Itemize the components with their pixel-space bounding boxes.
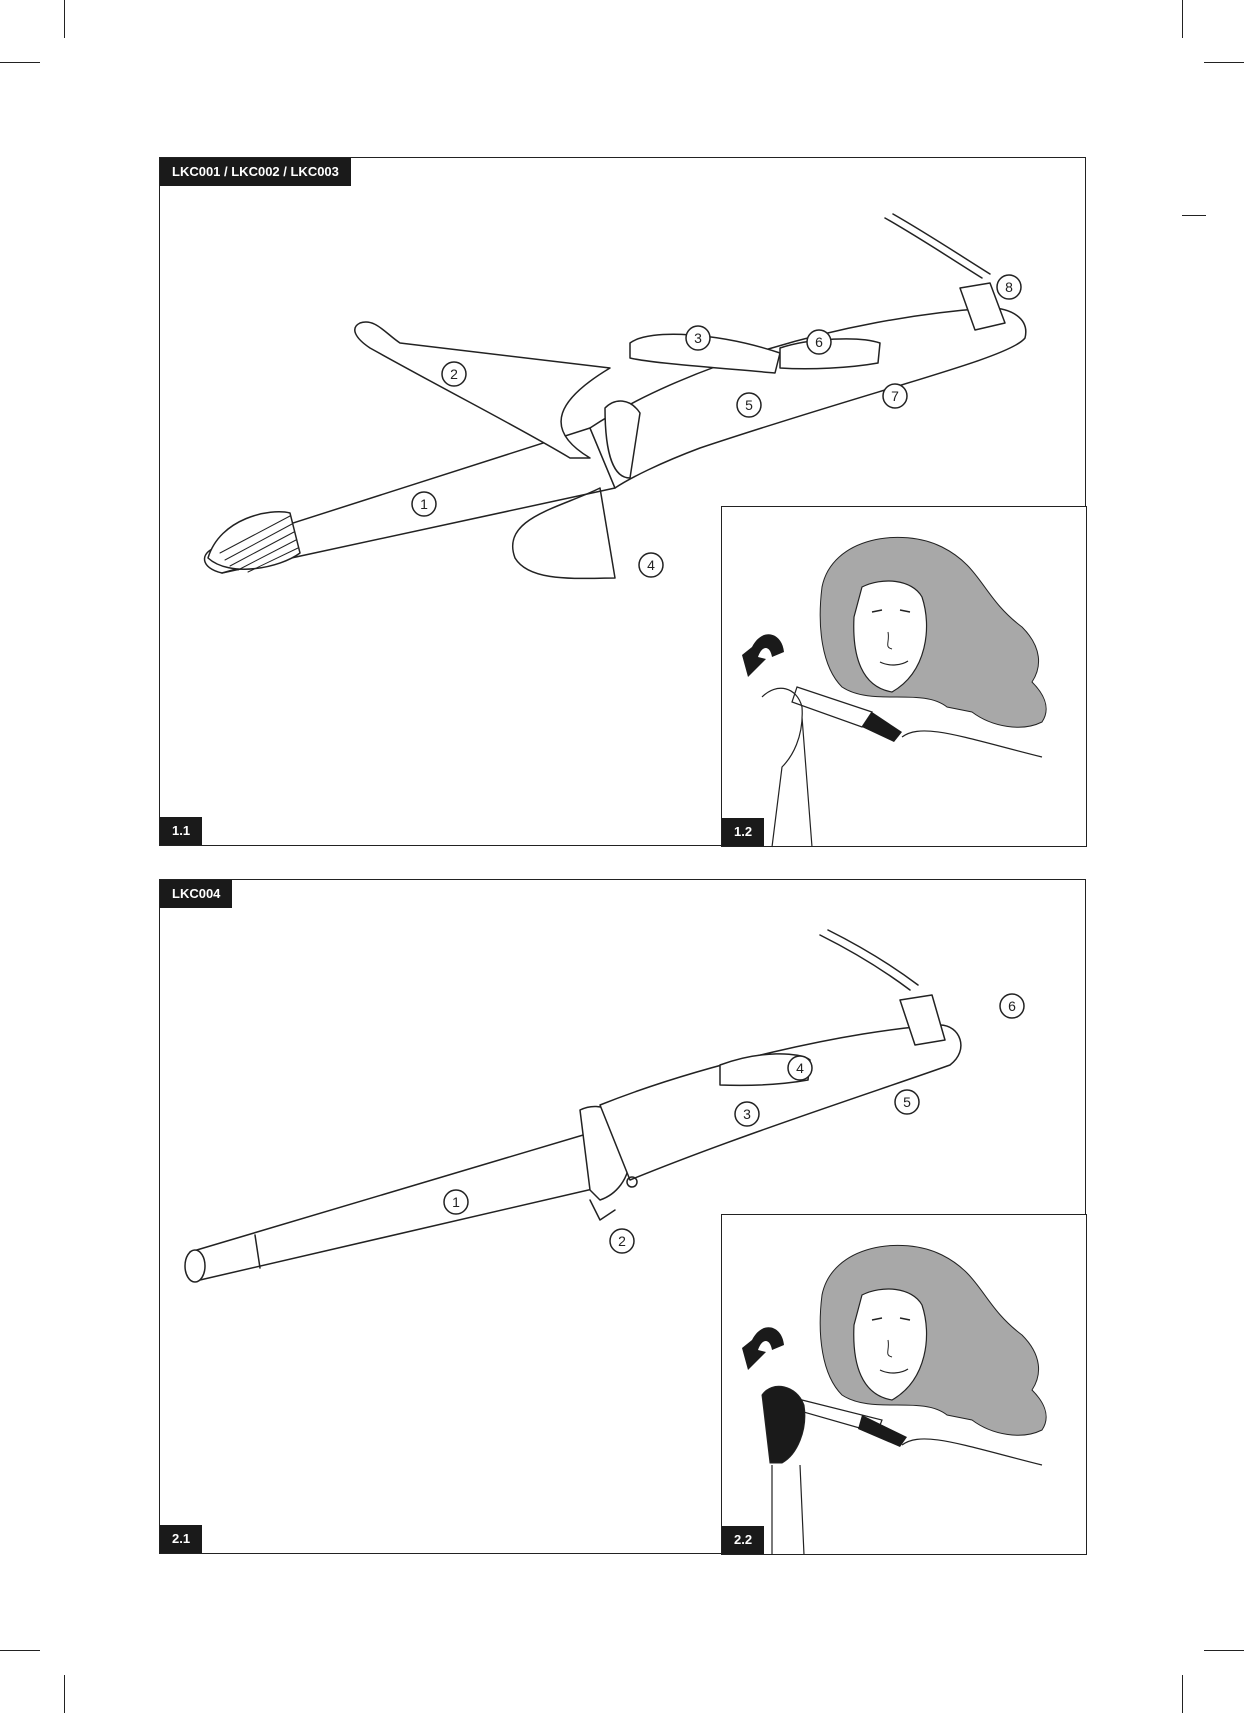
- crop-mark: [1182, 215, 1206, 216]
- subfigure-label: 1.2: [722, 818, 764, 846]
- crop-mark: [1182, 0, 1183, 38]
- crop-mark: [64, 0, 65, 38]
- callout-2: 2: [610, 1229, 634, 1253]
- subfigure-label: 1.1: [160, 817, 202, 845]
- figure-1-panel: LKC001 / LKC002 / LKC003: [159, 157, 1086, 846]
- callout-4: 4: [639, 553, 663, 577]
- callout-3: 3: [735, 1102, 759, 1126]
- callout-4: 4: [788, 1056, 812, 1080]
- callout-7: 7: [883, 384, 907, 408]
- svg-text:8: 8: [1005, 279, 1013, 295]
- svg-text:2: 2: [618, 1233, 626, 1249]
- svg-text:1: 1: [420, 496, 428, 512]
- crop-mark: [64, 1675, 65, 1713]
- subfigure-label: 2.2: [722, 1526, 764, 1554]
- callout-3: 3: [686, 326, 710, 350]
- usage-illustration-panel: 1.2: [721, 506, 1087, 847]
- hand: [902, 1439, 1042, 1465]
- svg-text:2: 2: [450, 366, 458, 382]
- figure-2-panel: LKC004 1 2 3 4 5 6 2.1: [159, 879, 1086, 1554]
- svg-text:4: 4: [796, 1060, 804, 1076]
- callout-5: 5: [737, 393, 761, 417]
- crop-mark: [0, 1650, 40, 1651]
- callout-1: 1: [444, 1190, 468, 1214]
- usage-illustration-panel: 2.2: [721, 1214, 1087, 1555]
- callout-6: 6: [807, 330, 831, 354]
- svg-text:3: 3: [743, 1106, 751, 1122]
- woman-curling-hair-illustration: [722, 507, 1088, 848]
- arrow-icon: [742, 634, 784, 677]
- svg-text:1: 1: [452, 1194, 460, 1210]
- crop-mark: [1204, 62, 1244, 63]
- callout-8: 8: [997, 275, 1021, 299]
- svg-text:5: 5: [745, 397, 753, 413]
- svg-text:4: 4: [647, 557, 655, 573]
- callout-6: 6: [1000, 994, 1024, 1018]
- callout-2: 2: [442, 362, 466, 386]
- crop-mark: [0, 62, 40, 63]
- svg-text:6: 6: [1008, 998, 1016, 1014]
- hand: [762, 688, 812, 847]
- woman-curling-hair-illustration: [722, 1215, 1088, 1556]
- hand: [902, 731, 1042, 757]
- svg-text:6: 6: [815, 334, 823, 350]
- gloved-hand: [762, 1386, 805, 1463]
- svg-text:3: 3: [694, 330, 702, 346]
- subfigure-label: 2.1: [160, 1525, 202, 1553]
- svg-text:5: 5: [903, 1094, 911, 1110]
- arrow-icon: [742, 1327, 784, 1370]
- svg-text:7: 7: [891, 388, 899, 404]
- callout-5: 5: [895, 1090, 919, 1114]
- callout-1: 1: [412, 492, 436, 516]
- crop-mark: [1182, 1675, 1183, 1713]
- crop-mark: [1204, 1650, 1244, 1651]
